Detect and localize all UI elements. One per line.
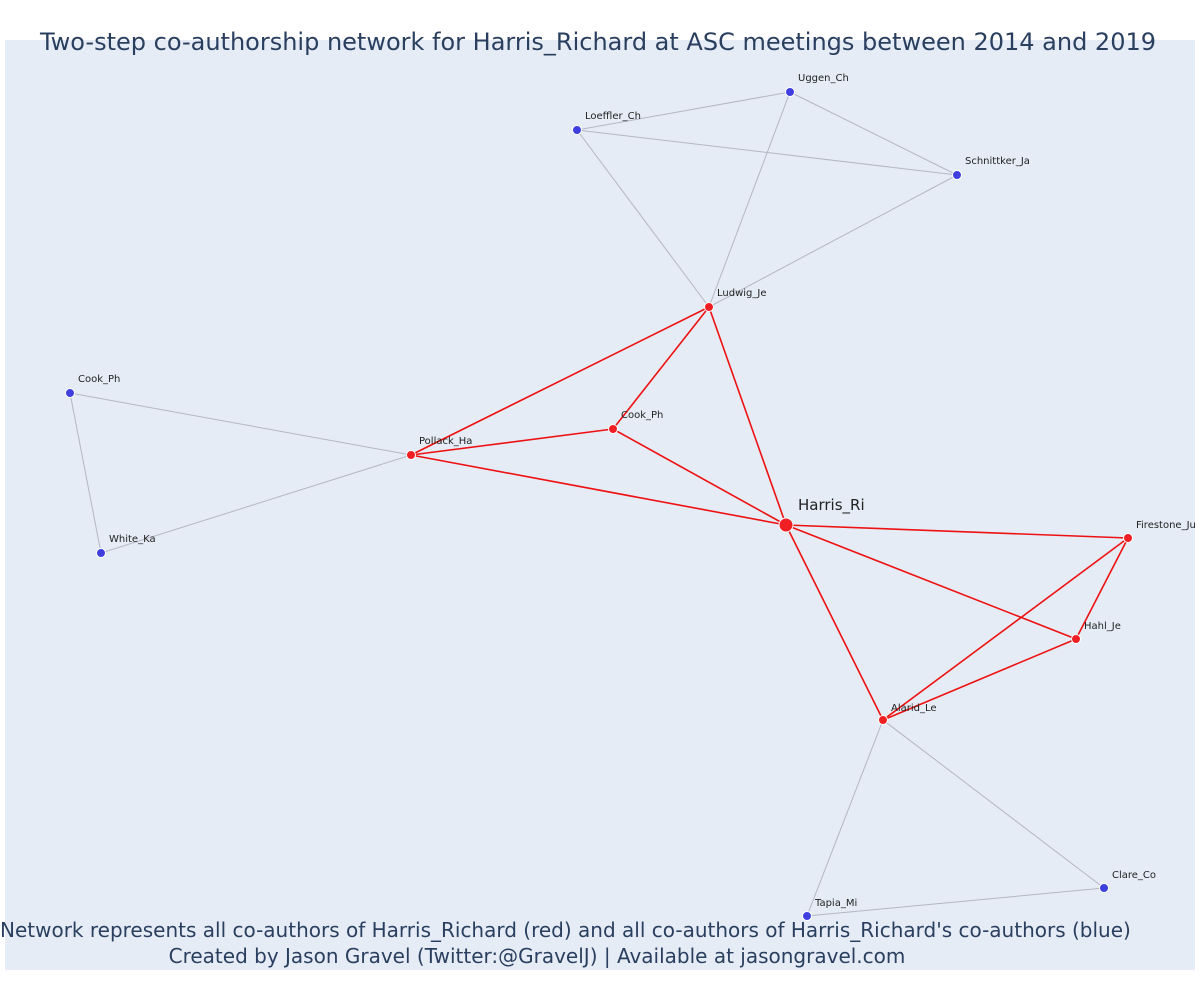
node-ludwig_je[interactable]	[704, 302, 714, 312]
node-label-hahl_je: Hahl_Je	[1084, 621, 1121, 632]
edge-uggen_ch-schnittker_ja	[789, 91, 958, 176]
edge-harris_ri-cook_ph_red	[612, 428, 787, 526]
node-label-loeffler_ch: Loeffler_Ch	[585, 111, 641, 122]
caption-line-1: Network represents all co-authors of Har…	[0, 918, 1131, 942]
node-schnittker_ja[interactable]	[952, 170, 962, 180]
edge-ludwig_je-pollack_ha	[410, 306, 710, 456]
node-alarid_le[interactable]	[878, 715, 888, 725]
edge-ludwig_je-loeffler_ch	[576, 129, 710, 308]
edge-alarid_le-tapia_mi	[806, 719, 884, 917]
node-label-tapia_mi: Tapia_Mi	[814, 898, 857, 909]
node-white_ka[interactable]	[96, 548, 106, 558]
nodes-layer	[65, 87, 1133, 921]
node-pollack_ha[interactable]	[406, 450, 416, 460]
node-label-ludwig_je: Ludwig_Je	[717, 288, 767, 299]
edge-cook_ph_red-pollack_ha	[410, 428, 614, 456]
edge-clare_co-tapia_mi	[806, 887, 1105, 917]
edge-pollack_ha-cook_ph_blue	[69, 392, 412, 456]
node-uggen_ch[interactable]	[785, 87, 795, 97]
caption-line-2: Created by Jason Gravel (Twitter:@Gravel…	[168, 944, 906, 968]
node-cook_ph_red[interactable]	[608, 424, 618, 434]
edge-harris_ri-pollack_ha	[410, 454, 787, 526]
labels-layer: Harris_Ri Ludwig_JeCook_PhPollack_HaFires…	[78, 73, 1196, 909]
edge-pollack_ha-white_ka	[100, 454, 412, 554]
edge-firestone_ju-alarid_le	[882, 537, 1129, 721]
node-label-firestone_ju: Firestone_Ju	[1136, 520, 1196, 531]
edge-hahl_je-alarid_le	[882, 638, 1077, 721]
edge-cook_ph_blue-white_ka	[69, 392, 102, 554]
plot-area	[5, 40, 1195, 970]
edge-harris_ri-ludwig_je	[708, 306, 787, 526]
node-clare_co[interactable]	[1099, 883, 1109, 893]
chart-title: Two-step co-authorship network for Harri…	[39, 28, 1157, 56]
node-label-white_ka: White_Ka	[109, 534, 156, 545]
node-label-cook_ph_red: Cook_Ph	[621, 410, 663, 421]
node-label-schnittker_ja: Schnittker_Ja	[965, 156, 1030, 167]
edge-ludwig_je-cook_ph_red	[612, 306, 710, 430]
node-firestone_ju[interactable]	[1123, 533, 1133, 543]
edge-harris_ri-alarid_le	[785, 524, 884, 721]
node-hahl_je[interactable]	[1071, 634, 1081, 644]
node-loeffler_ch[interactable]	[572, 125, 582, 135]
edge-firestone_ju-hahl_je	[1075, 537, 1129, 640]
node-label-harris_ri: Harris_Ri	[798, 496, 865, 515]
node-label-clare_co: Clare_Co	[1112, 870, 1156, 881]
edge-harris_ri-hahl_je	[785, 524, 1077, 640]
edge-ludwig_je-schnittker_ja	[708, 174, 958, 308]
edge-loeffler_ch-schnittker_ja	[576, 129, 958, 176]
edge-harris_ri-firestone_ju	[785, 524, 1129, 539]
node-label-cook_ph_blue: Cook_Ph	[78, 374, 120, 385]
node-label-pollack_ha: Pollack_Ha	[419, 436, 472, 447]
edges-layer	[69, 91, 1129, 917]
edge-ludwig_je-uggen_ch	[708, 91, 791, 308]
edge-alarid_le-clare_co	[882, 719, 1105, 889]
node-cook_ph_blue[interactable]	[65, 388, 75, 398]
node-label-alarid_le: Alarid_Le	[891, 703, 937, 714]
edge-uggen_ch-loeffler_ch	[576, 91, 791, 131]
node-harris_ri[interactable]	[778, 517, 794, 533]
node-tapia_mi[interactable]	[802, 911, 812, 921]
node-label-uggen_ch: Uggen_Ch	[798, 73, 849, 84]
